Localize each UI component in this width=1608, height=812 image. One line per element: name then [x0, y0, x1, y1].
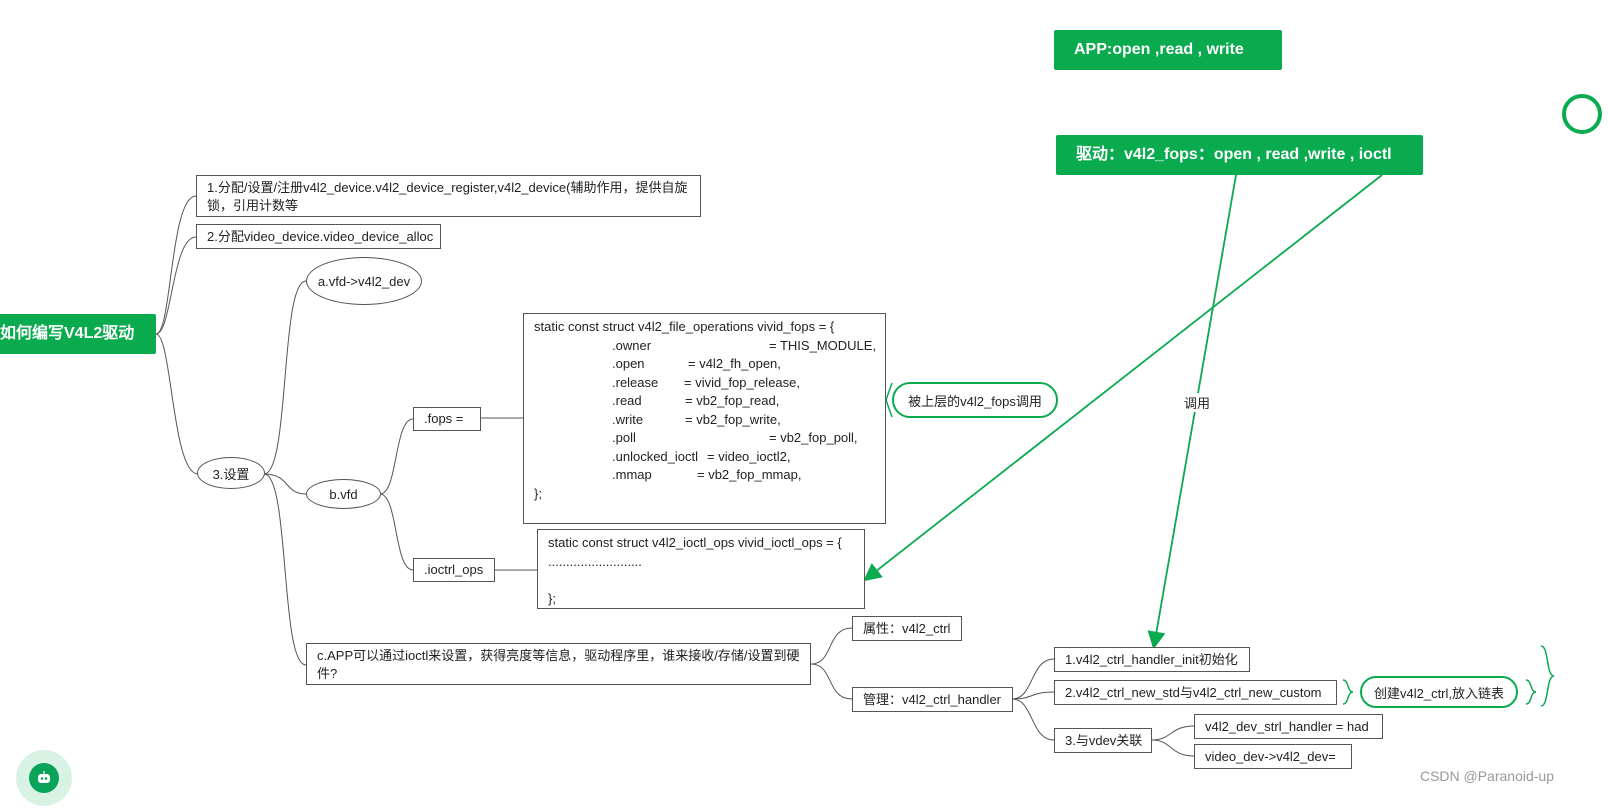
fops-value: = vb2_fop_read,	[685, 393, 780, 408]
fops-code-block: static const struct v4l2_file_operations…	[523, 313, 886, 524]
step1-node[interactable]: 1.v4l2_ctrl_handler_init初始化	[1054, 647, 1250, 672]
avatar[interactable]	[16, 750, 72, 806]
ioctl-ops-node[interactable]: .ioctrl_ops	[413, 558, 495, 582]
fops-code-line: .owner = THIS_MODULE,	[534, 337, 877, 356]
ioctl-code-blank	[548, 571, 854, 590]
fops-node[interactable]: .fops =	[413, 407, 481, 431]
connector-b-fops	[379, 418, 414, 495]
fops-value: = v4l2_fh_open,	[688, 356, 781, 371]
fops-value: = video_ioctl2,	[707, 448, 791, 464]
fops-value: = vb2_fop_write,	[685, 411, 781, 427]
branch1-node[interactable]: 1.分配/设置/注册v4l2_device.v4l2_device_regist…	[196, 175, 701, 217]
fops-value: = vb2_fop_mmap,	[697, 467, 802, 482]
fops-key: .release	[612, 374, 659, 390]
ioctl-code-footer: };	[548, 590, 556, 606]
fops-key: .mmap	[612, 467, 652, 482]
branch2-node[interactable]: 2.分配video_device.video_device_alloc	[196, 224, 441, 249]
connector-root-branch2	[155, 236, 197, 335]
side-circle-icon	[1562, 94, 1602, 134]
connector-3-a	[263, 280, 307, 475]
fops-code-line: .write = vb2_fop_write,	[534, 411, 875, 430]
robot-icon	[29, 763, 59, 793]
fops-value: = THIS_MODULE,	[769, 337, 877, 353]
connector-manage-step1	[1011, 658, 1055, 700]
fops-code-line: .open = v4l2_fh_open,	[534, 355, 875, 374]
callout-brace	[885, 382, 893, 418]
step3-sub2-node[interactable]: video_dev->v4l2_dev=	[1194, 744, 1352, 769]
fops-code-line: .release = vivid_fop_release,	[534, 374, 875, 393]
connector-step3-sub2	[1151, 739, 1195, 757]
branch3-node[interactable]: 3.设置	[197, 457, 265, 489]
step3-node[interactable]: 3.与vdev关联	[1054, 728, 1152, 753]
fops-key: .unlocked_ioctl	[612, 448, 698, 464]
branch3-c-node[interactable]: c.APP可以通过ioctl来设置，获得亮度等信息，驱动程序里，谁来接收/存储/…	[306, 643, 811, 685]
brace-left	[1342, 679, 1354, 705]
fops-key: .poll	[612, 430, 636, 445]
connector-3-b	[263, 473, 307, 495]
driver-box[interactable]: 驱动：v4l2_fops：open , read ,write , ioctl	[1056, 135, 1423, 175]
connector-step3-sub1	[1151, 725, 1195, 741]
step3-sub1-node[interactable]: v4l2_dev_strl_handler = had	[1194, 714, 1383, 739]
step2-note[interactable]: 创建v4l2_ctrl,放入链表	[1360, 676, 1518, 708]
fops-key: .write	[612, 411, 644, 427]
call-label: 调用	[1182, 393, 1213, 412]
connector-c-attr	[810, 627, 853, 665]
fops-value: = vivid_fop_release,	[684, 374, 800, 390]
step2-node[interactable]: 2.v4l2_ctrl_new_std与v4l2_ctrl_new_custom	[1054, 680, 1337, 705]
fops-code-header: static const struct v4l2_file_operations…	[534, 319, 835, 334]
connector-root-branch3	[155, 333, 199, 475]
ioctl-code-block: static const struct v4l2_ioctl_ops vivid…	[537, 529, 865, 609]
ioctl-code-header: static const struct v4l2_ioctl_ops vivid…	[548, 535, 842, 550]
fops-code-line: .mmap = vb2_fop_mmap,	[534, 466, 875, 485]
fops-key: .open	[612, 356, 645, 371]
ioctl-code-dots: ..........................	[548, 553, 642, 569]
root-node[interactable]: 如何编写V4L2驱动	[0, 314, 156, 354]
fops-key: .owner	[612, 337, 652, 353]
branch3-a-node[interactable]: a.vfd->v4l2_dev	[306, 257, 422, 305]
connector-root-branch1	[155, 195, 197, 335]
brace-outer	[1540, 645, 1555, 707]
arrow-driver-to-ioctl	[863, 174, 1383, 582]
branch3-b-node[interactable]: b.vfd	[306, 479, 381, 509]
fops-value: = vb2_fop_poll,	[769, 430, 858, 445]
connector-manage-step3	[1011, 698, 1055, 741]
fops-code-line: .poll = vb2_fop_poll,	[534, 429, 875, 448]
fops-code-line: .unlocked_ioctl = video_ioctl2,	[534, 448, 875, 467]
connector-3-c	[263, 473, 307, 666]
fops-code-footer: };	[534, 485, 542, 501]
connector-b-ioctl	[379, 493, 414, 571]
connector-c-manage	[810, 663, 853, 700]
manage-node[interactable]: 管理：v4l2_ctrl_handler	[852, 687, 1013, 712]
fops-key: .read	[612, 393, 642, 408]
connector-manage-step2	[1011, 691, 1055, 700]
brace-right	[1525, 679, 1537, 705]
attr-node[interactable]: 属性：v4l2_ctrl	[852, 616, 962, 641]
fops-code-line: .read = vb2_fop_read,	[534, 392, 875, 411]
watermark: CSDN @Paranoid-up	[1419, 768, 1554, 784]
app-box[interactable]: APP:open ,read , write	[1054, 30, 1282, 70]
fops-callout[interactable]: 被上层的v4l2_fops调用	[892, 382, 1058, 418]
